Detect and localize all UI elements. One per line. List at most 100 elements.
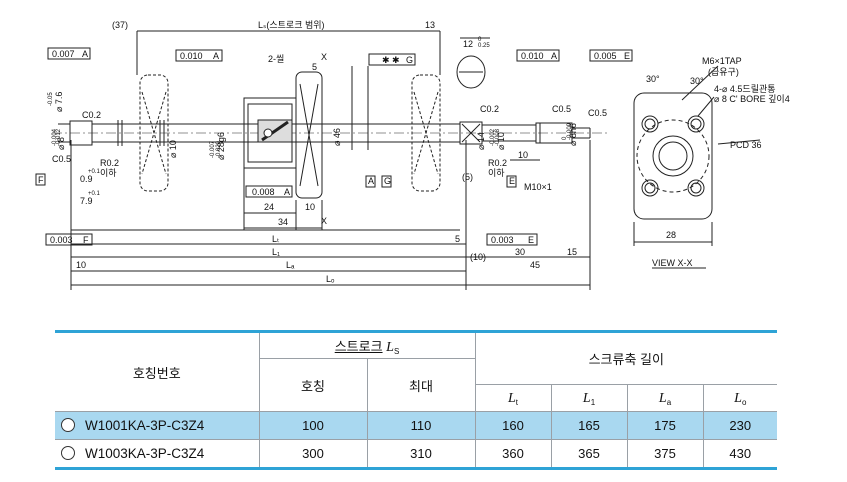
header-max: 최대: [366, 358, 476, 412]
dim-phi8: ⌀ 8: [56, 137, 66, 150]
dim-lt: Lₜ: [272, 234, 280, 244]
radio-button[interactable]: [61, 446, 75, 460]
chamfer-c02-left: C0.2: [82, 110, 101, 120]
dim-12-tol-up: 0: [478, 37, 482, 43]
stroke-max: 110: [366, 411, 476, 440]
length-lo: 230: [702, 411, 778, 440]
dim-12-tol-dn: 0.25: [478, 43, 490, 49]
parallel-value: ✱ ✱: [382, 55, 400, 65]
parallel-ref: G: [406, 55, 413, 65]
stroke-nominal: 100: [258, 411, 368, 440]
dim-10-left: 10: [76, 260, 86, 270]
header-lo-sub: o: [741, 397, 747, 407]
view-width-28: 28: [666, 230, 676, 240]
dim-phi14: ⌀ 14: [476, 132, 486, 150]
length-la: 175: [626, 411, 704, 440]
view-pcd: PCD 36: [730, 140, 762, 150]
dim-lo: Lₒ: [326, 274, 335, 284]
length-lt: 160: [474, 411, 552, 440]
header-l1-sub: 1: [590, 397, 596, 407]
perp-2: 0.003: [50, 235, 73, 245]
spec-table: 호칭번호 스트로크 LS 스크류축 길이 호칭 최대 Lt L1 La Lo W…: [55, 330, 778, 470]
dim-phi10b-tol2: -0.008: [495, 128, 501, 146]
dim-l1: L₁: [272, 247, 280, 257]
radio-button[interactable]: [61, 418, 75, 432]
dim-phi76: ⌀ 7.6: [54, 92, 64, 112]
dim-phi10b-tol1: -0.002: [490, 128, 496, 146]
perp-1-ref: A: [284, 187, 290, 197]
dim-phi8b-tol1: 0: [562, 136, 568, 140]
length-l1: 165: [550, 411, 628, 440]
stroke-nominal: 300: [258, 439, 368, 470]
dim-0-9-tol: +0.1: [88, 169, 101, 175]
stroke-max: 310: [366, 439, 476, 470]
length-la: 375: [626, 439, 704, 470]
length-l1: 365: [550, 439, 628, 470]
dim-phi10: ⌀ 10: [168, 140, 178, 158]
dim-phi76-tol: -0.05: [48, 92, 54, 106]
header-lt: Lt: [474, 384, 552, 412]
model-cell[interactable]: W1001KA-3P-C3Z4: [55, 411, 260, 440]
dim-12: 12: [463, 39, 473, 49]
dim-phi8b: ⌀ 8h6: [568, 123, 578, 146]
runout-3: 0.010: [521, 51, 544, 61]
dim-phi28: ⌀ 28g6: [216, 132, 226, 160]
view-drill-1: 4-⌀ 4.5드릴관통: [714, 84, 776, 94]
header-l1: L1: [550, 384, 628, 412]
header-la-sub: a: [666, 397, 672, 407]
runout-2: 0.010: [180, 51, 203, 61]
thread-m10: M10×1: [524, 182, 552, 192]
dim-phi8-tol2: -0.012: [56, 128, 62, 146]
section-mark-top: X: [321, 52, 327, 62]
radius-r02-left: R0.2: [100, 158, 119, 168]
dim-phi8-tol1: -0.004: [52, 128, 58, 146]
view-angle-1: 30°: [646, 74, 660, 84]
dim-7-9-tol: +0.1: [88, 191, 101, 197]
dim-5-top: 5: [312, 62, 317, 72]
header-screw-length: 스크류축 길이: [474, 330, 778, 385]
perp-2-ref: F: [83, 235, 89, 245]
length-lt: 360: [474, 439, 552, 470]
header-stroke-symbol: L: [386, 339, 394, 355]
dim-ls: Lₛ(스트로크 범위): [258, 20, 325, 30]
datum-g: G: [384, 176, 391, 186]
view-title: VIEW X-X: [652, 258, 693, 268]
table-row[interactable]: W1003KA-3P-C3Z4 300 310 360 365 375 430: [55, 439, 778, 470]
engineering-drawing: (37) Lₛ(스트로크 범위) 13 12 0 0.25 0.007 A 0.…: [35, 20, 790, 290]
dim-13: 13: [425, 20, 435, 30]
header-la-sym: L: [658, 390, 667, 406]
header-stroke: 스트로크 LS: [258, 330, 476, 359]
view-tap: M6×1TAP: [702, 56, 742, 66]
model-cell[interactable]: W1003KA-3P-C3Z4: [55, 439, 260, 470]
length-lo: 430: [702, 439, 778, 470]
header-stroke-sub: S: [393, 346, 400, 356]
model-name: W1001KA-3P-C3Z4: [85, 418, 205, 433]
dim-7-9: 7.9: [80, 196, 93, 206]
radius-r02-right: R0.2: [488, 158, 507, 168]
chamfer-c05-left: C0.5: [52, 154, 71, 164]
header-stroke-text: 스트로크: [334, 338, 383, 354]
header-lo-sym: L: [734, 390, 742, 406]
dim-15: 15: [567, 247, 577, 257]
dim-24: 24: [264, 202, 274, 212]
dim-phi28-tol1: -0.007: [210, 140, 216, 158]
table-row[interactable]: W1001KA-3P-C3Z4 100 110 160 165 175 230: [55, 411, 778, 440]
header-model: 호칭번호: [55, 330, 260, 412]
dim-phi28-tol2: -0.020: [216, 140, 222, 158]
header-l1-sym: L: [582, 390, 591, 406]
header-la: La: [626, 384, 704, 412]
datum-f: F: [38, 175, 44, 185]
dim-10-right: 10: [518, 150, 528, 160]
runout-4: 0.005: [594, 51, 617, 61]
header-lo: Lo: [702, 384, 778, 412]
datum-a: A: [368, 176, 374, 186]
dim-0-9: 0.9: [80, 174, 93, 184]
dim-phi8b-tol2: -0.009: [567, 122, 573, 140]
header-lt-sub: t: [515, 397, 519, 407]
dim-30: 30: [515, 247, 525, 257]
dim-5-bottom: 5: [455, 234, 460, 244]
model-name: W1003KA-3P-C3Z4: [85, 446, 205, 461]
view-drill-2: ⌀ 8 C' BORE 깊이4: [714, 93, 790, 104]
perp-1: 0.008: [252, 187, 275, 197]
runout-1: 0.007: [52, 49, 75, 59]
